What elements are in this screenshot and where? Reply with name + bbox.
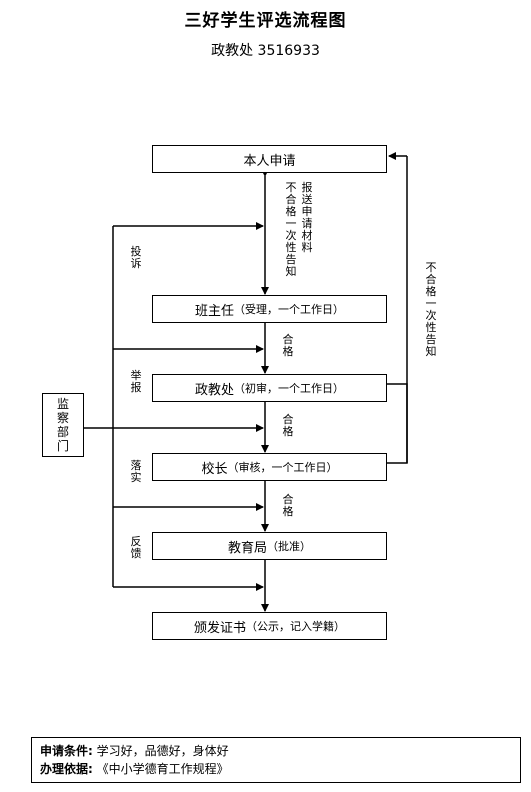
box-supervision-text: 监察部门 [57, 397, 70, 453]
page-title: 三好学生评选流程图 [184, 11, 347, 31]
label-reject-once: 不合格一次性告知 [285, 181, 297, 278]
footer-basis-row: 办理依据: 《中小学德育工作规程》 [40, 760, 512, 778]
box-apply: 本人申请 [152, 145, 387, 173]
box-teacher-note: （受理，一个工作日） [234, 303, 344, 316]
box-apply-text: 本人申请 [243, 153, 296, 169]
label-pass-3: 合格 [282, 493, 294, 518]
label-report: 举报 [130, 369, 142, 394]
box-bureau-text: 教育局 [227, 540, 267, 556]
footer-condition-label: 申请条件: [40, 744, 93, 758]
box-office: 政教处（初审，一个工作日） [152, 374, 387, 402]
label-feedback: 反馈 [130, 535, 142, 560]
label-implement: 落实 [130, 459, 142, 484]
label-pass-1: 合格 [282, 333, 294, 358]
footer-condition-value: 学习好，品德好，身体好 [96, 744, 229, 758]
page-subtitle: 政教处 3516933 [211, 43, 320, 59]
footer-info: 申请条件: 学习好，品德好，身体好 办理依据: 《中小学德育工作规程》 [31, 737, 521, 783]
label-pass-2: 合格 [282, 413, 294, 438]
footer-basis-value: 《中小学德育工作规程》 [96, 762, 229, 776]
box-teacher-text: 班主任 [194, 303, 234, 319]
box-bureau: 教育局（批准） [152, 532, 387, 560]
footer-basis-label: 办理依据: [40, 762, 93, 776]
box-bureau-note: （批准） [267, 540, 311, 553]
label-reject-once-right: 不合格一次性告知 [425, 261, 437, 358]
box-teacher: 班主任（受理，一个工作日） [152, 295, 387, 323]
box-office-text: 政教处 [194, 382, 234, 398]
box-cert: 颁发证书（公示，记入学籍） [152, 612, 387, 640]
label-submit: 报送申请材料 [301, 181, 313, 254]
box-cert-note: （公示，记入学籍） [246, 620, 345, 633]
box-cert-text: 颁发证书 [193, 620, 246, 636]
label-complaint: 投诉 [130, 245, 142, 270]
right-loop [387, 383, 408, 464]
footer-condition-row: 申请条件: 学习好，品德好，身体好 [40, 742, 512, 760]
box-supervision: 监察部门 [42, 393, 84, 457]
box-office-note: （初审，一个工作日） [234, 382, 344, 395]
box-principal-text: 校长 [201, 461, 228, 477]
box-principal-note: （审核，一个工作日） [227, 461, 338, 474]
box-principal: 校长（审核，一个工作日） [152, 453, 387, 481]
